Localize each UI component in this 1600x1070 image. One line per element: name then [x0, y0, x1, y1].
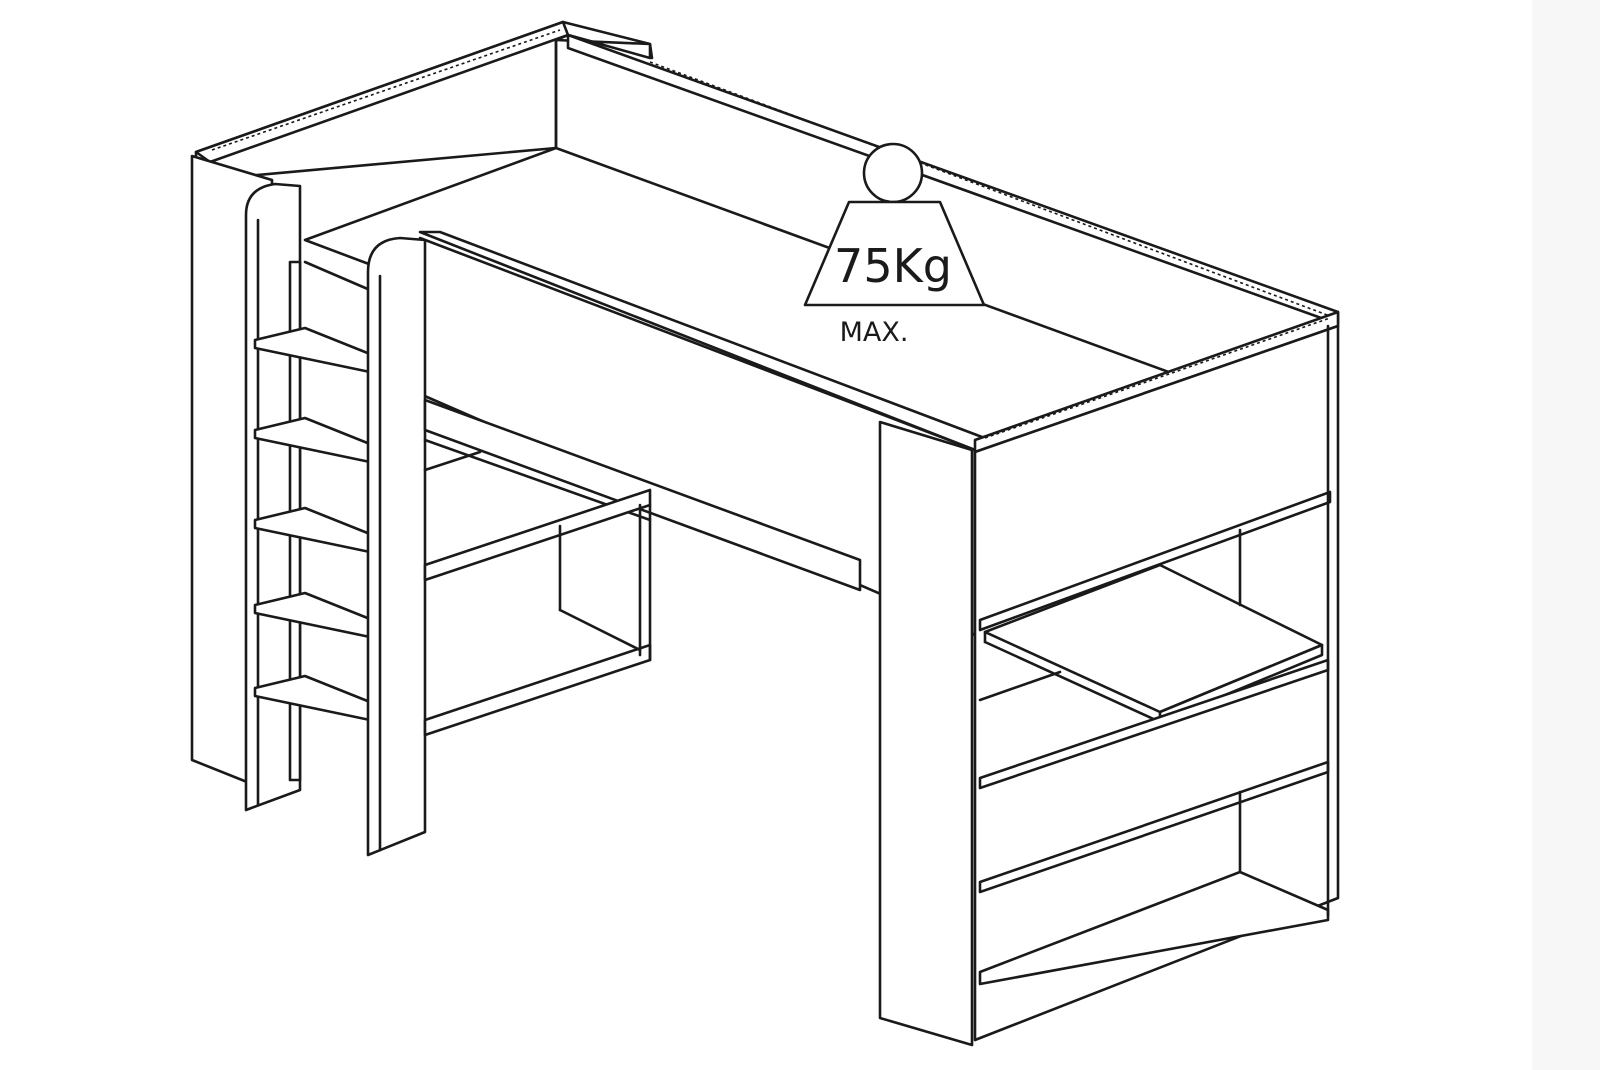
right-front-leg: [878, 420, 974, 1047]
weight-icon: [803, 200, 986, 307]
weight-limit-symbol: 75Kg MAX.: [803, 142, 986, 348]
rear-shelving: [423, 398, 862, 737]
weight-label: 75Kg: [834, 239, 952, 293]
ladder: [253, 236, 427, 857]
right-margin: [1532, 0, 1600, 1070]
weight-ring-icon: [862, 142, 924, 204]
max-label: MAX.: [840, 317, 909, 348]
left-end-panel: [190, 154, 302, 812]
right-bookcase: [978, 324, 1332, 986]
